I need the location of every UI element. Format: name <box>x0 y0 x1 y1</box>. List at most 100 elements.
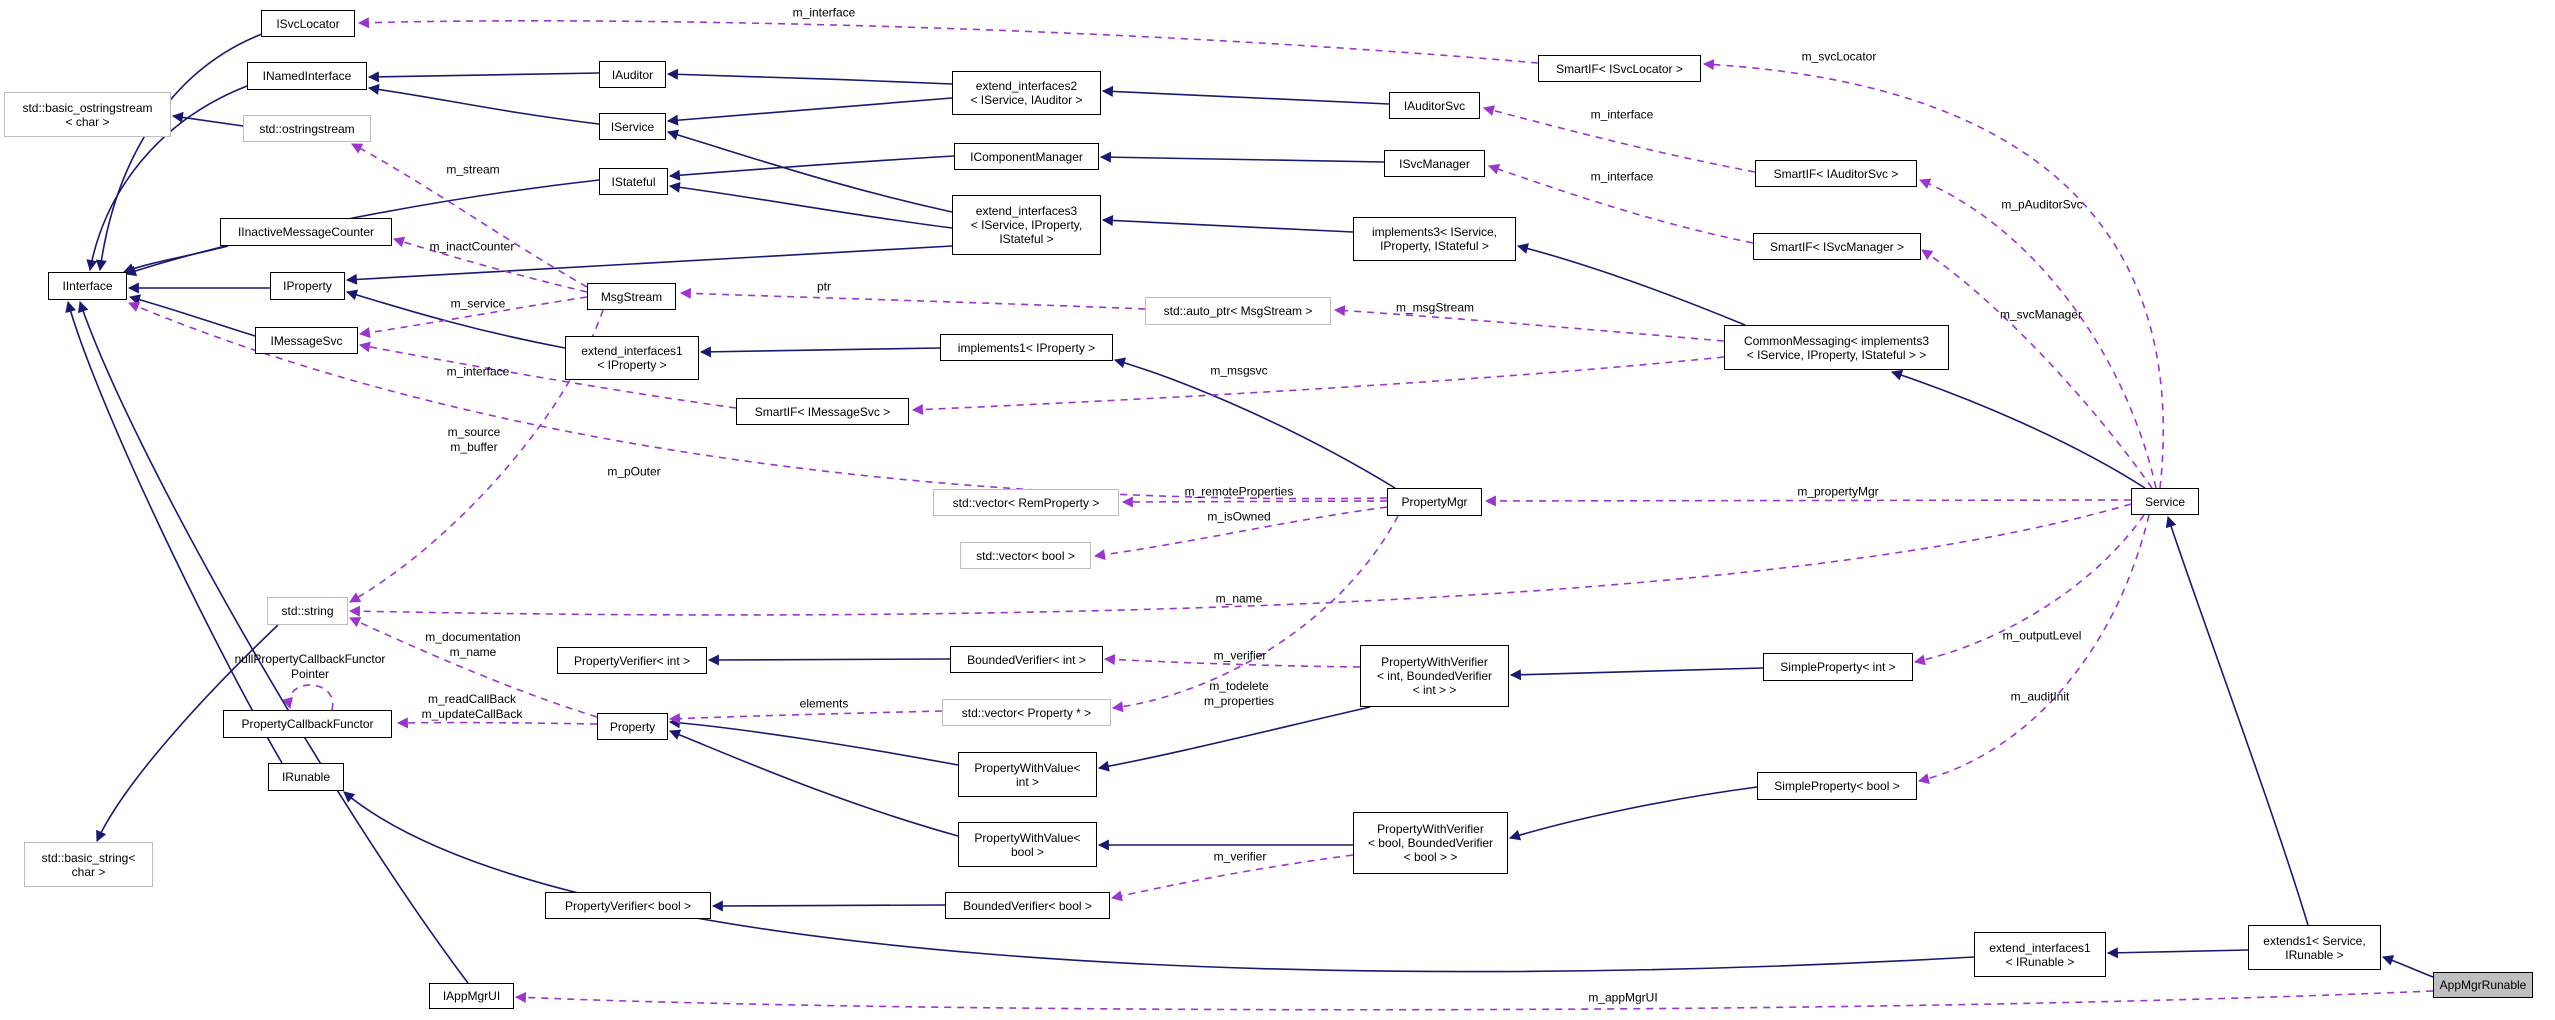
class-box-propertymgr[interactable]: PropertyMgr <box>1387 488 1482 516</box>
class-box-extends1-service-irunable[interactable]: extends1< Service, IRunable > <box>2248 925 2381 970</box>
edge-extends1-service-irunable-to-extend-interfaces1-irunable <box>2106 947 2249 959</box>
edge-label-elements: elements <box>799 696 849 711</box>
class-box-boundedverifier-bool[interactable]: BoundedVerifier< bool > <box>945 892 1110 919</box>
class-box-smartif-isvcmanager[interactable]: SmartIF< ISvcManager > <box>1753 233 1921 260</box>
edge-commonmessaging-to-std-auto-ptr-msgstream <box>1333 305 1725 342</box>
edge-service-to-simpleproperty-int <box>1913 514 2145 666</box>
class-box-smartif-iauditorsvc[interactable]: SmartIF< IAuditorSvc > <box>1755 160 1917 187</box>
edge-icomponentmanager-to-istateful <box>668 155 955 181</box>
class-box-implements1-iproperty[interactable]: implements1< IProperty > <box>940 334 1113 361</box>
class-box-propertyverifier-int[interactable]: PropertyVerifier< int > <box>557 647 707 674</box>
class-box-smartif-imessagesvc[interactable]: SmartIF< IMessageSvc > <box>736 398 909 425</box>
class-box-irunable[interactable]: IRunable <box>268 763 344 791</box>
edge-label-m_service: m_service <box>450 296 506 311</box>
edge-label-m_stream: m_stream <box>446 162 500 177</box>
class-box-msgstream[interactable]: MsgStream <box>587 283 676 310</box>
edge-irunable-to-iinterface <box>65 300 283 764</box>
edge-msgstream-to-std-ostringstream <box>351 143 588 288</box>
edge-commonmessaging-to-smartif-imessagesvc <box>911 356 1725 416</box>
class-box-extend-interfaces2[interactable]: extend_interfaces2 < IService, IAuditor … <box>952 71 1101 115</box>
edge-label-m_remoteProperties: m_remoteProperties <box>1184 484 1294 499</box>
edge-iappmgrui-to-iinterface <box>77 300 469 984</box>
class-box-extend-interfaces3[interactable]: extend_interfaces3 < IService, IProperty… <box>952 195 1101 255</box>
class-box-property[interactable]: Property <box>597 713 668 740</box>
edge-inamedinterface-to-iinterface <box>86 85 248 272</box>
class-box-isvcmanager[interactable]: ISvcManager <box>1384 150 1485 177</box>
class-box-extend-interfaces1-irunable[interactable]: extend_interfaces1 < IRunable > <box>1974 932 2106 977</box>
class-box-boundedverifier-int[interactable]: BoundedVerifier< int > <box>950 646 1103 673</box>
edge-iservice-to-inamedinterface <box>367 83 600 125</box>
class-box-smartif-isvclocator[interactable]: SmartIF< ISvcLocator > <box>1538 55 1701 82</box>
class-box-iappmgrui[interactable]: IAppMgrUI <box>429 983 514 1009</box>
edge-label-m_appMgrUI: m_appMgrUI <box>1588 990 1658 1005</box>
edge-service-to-std-string <box>348 503 2132 617</box>
class-box-iservice[interactable]: IService <box>599 113 666 140</box>
edge-iauditor-to-inamedinterface <box>367 71 600 83</box>
class-box-imessagesvc[interactable]: IMessageSvc <box>255 327 358 354</box>
edge-propertymgr-to-iinterface <box>127 301 1388 500</box>
edge-propertymgr-to-std-vector-remproperty <box>1121 496 1388 508</box>
edge-label-m_svcManager: m_svcManager <box>1999 307 2083 322</box>
edge-implements1-iproperty-to-extend-interfaces1-iproperty <box>699 346 941 358</box>
class-box-propertywithverifier-int[interactable]: PropertyWithVerifier < int, BoundedVerif… <box>1360 645 1509 707</box>
class-box-iinactivemessagecounter[interactable]: IInactiveMessageCounter <box>220 218 392 246</box>
edge-std-string-to-std-basic-string <box>96 624 279 842</box>
class-box-inamedinterface[interactable]: INamedInterface <box>247 62 367 90</box>
edge-label-m_interface: m_interface <box>1590 107 1654 122</box>
class-box-icomponentmanager[interactable]: IComponentManager <box>954 143 1099 170</box>
class-box-isvclocator[interactable]: ISvcLocator <box>261 10 355 37</box>
edge-propertymgr-to-implements1-iproperty <box>1113 357 1396 489</box>
edge-boundedverifier-bool-to-propertyverifier-bool <box>711 900 946 912</box>
class-box-std-string: std::string <box>267 597 348 625</box>
class-box-extend-interfaces1-iproperty[interactable]: extend_interfaces1 < IProperty > <box>565 336 699 380</box>
class-box-istateful[interactable]: IStateful <box>599 168 668 195</box>
edge-label-m_auditInit: m_auditInit <box>2010 689 2070 704</box>
edge-extend-interfaces1-irunable-to-irunable <box>343 791 1975 973</box>
edge-smartif-iauditorsvc-to-iauditorsvc <box>1482 105 1756 173</box>
edge-service-to-smartif-isvcmanager <box>1921 249 2153 489</box>
edge-label-m_source: m_source m_buffer <box>447 425 501 454</box>
edge-label-m_readCallBack: m_readCallBack m_updateCallBack <box>421 692 523 721</box>
edge-label-m_pAuditorSvc: m_pAuditorSvc <box>2001 197 2083 212</box>
edge-label-m_msgsvc: m_msgsvc <box>1210 363 1268 378</box>
edge-label-m_isOwned: m_isOwned <box>1207 509 1271 524</box>
edge-property-to-std-string <box>348 617 598 718</box>
edge-service-to-commonmessaging <box>1890 369 2146 489</box>
edge-msgstream-to-imessagesvc <box>358 296 588 338</box>
edge-propertywithverifier-int-to-propertywithvalue-int <box>1097 706 1371 772</box>
edge-extend-interfaces3-to-istateful <box>668 181 953 229</box>
class-box-propertyverifier-bool[interactable]: PropertyVerifier< bool > <box>545 892 711 919</box>
edge-service-to-smartif-isvclocator <box>1702 59 2164 489</box>
class-box-implements3[interactable]: implements3< IService, IProperty, IState… <box>1353 217 1516 261</box>
class-box-propertywithvalue-bool[interactable]: PropertyWithValue< bool > <box>958 822 1097 867</box>
edge-label-nullPropertyCallbackFunctor: nullPropertyCallbackFunctor Pointer <box>234 652 386 681</box>
edge-extend-interfaces1-iproperty-to-iproperty <box>345 289 566 349</box>
edge-extend-interfaces3-to-iproperty <box>345 245 953 285</box>
class-box-iauditorsvc[interactable]: IAuditorSvc <box>1389 92 1480 119</box>
edge-label-m_inactCounter: m_inactCounter <box>429 239 515 254</box>
class-box-simpleproperty-bool[interactable]: SimpleProperty< bool > <box>1757 772 1917 800</box>
class-box-iinterface[interactable]: IInterface <box>48 272 127 300</box>
edge-property-to-propertycallbackfunctor <box>396 717 598 729</box>
class-box-iauditor[interactable]: IAuditor <box>599 61 666 88</box>
class-box-appmgrrunable: AppMgrRunable <box>2433 972 2533 998</box>
class-box-std-ostringstream: std::ostringstream <box>243 115 371 142</box>
class-box-iproperty[interactable]: IProperty <box>270 272 345 300</box>
edge-extend-interfaces3-to-iservice <box>666 129 953 213</box>
edge-simpleproperty-bool-to-propertywithverifier-bool <box>1508 786 1758 841</box>
class-box-service[interactable]: Service <box>2131 488 2199 515</box>
class-box-propertycallbackfunctor[interactable]: PropertyCallbackFunctor <box>223 710 392 738</box>
edge-propertycallbackfunctor-to-propertycallbackfunctor <box>282 684 334 711</box>
edge-extend-interfaces2-to-iauditor <box>666 68 953 85</box>
class-box-commonmessaging[interactable]: CommonMessaging< implements3 < IService,… <box>1724 325 1949 370</box>
edge-commonmessaging-to-implements3 <box>1516 243 1746 326</box>
class-box-propertywithverifier-bool[interactable]: PropertyWithVerifier < bool, BoundedVeri… <box>1353 812 1508 874</box>
class-box-simpleproperty-int[interactable]: SimpleProperty< int > <box>1763 653 1913 681</box>
edge-smartif-imessagesvc-to-imessagesvc <box>358 341 737 409</box>
edge-propertywithvalue-bool-to-property <box>668 729 959 837</box>
edge-label-m_interface: m_interface <box>792 5 856 20</box>
edge-label-m_msgStream: m_msgStream <box>1395 300 1475 315</box>
edge-iauditorsvc-to-extend-interfaces2 <box>1101 85 1390 105</box>
edge-propertywithverifier-int-to-boundedverifier-int <box>1103 654 1361 668</box>
class-box-propertywithvalue-int[interactable]: PropertyWithValue< int > <box>958 752 1097 797</box>
